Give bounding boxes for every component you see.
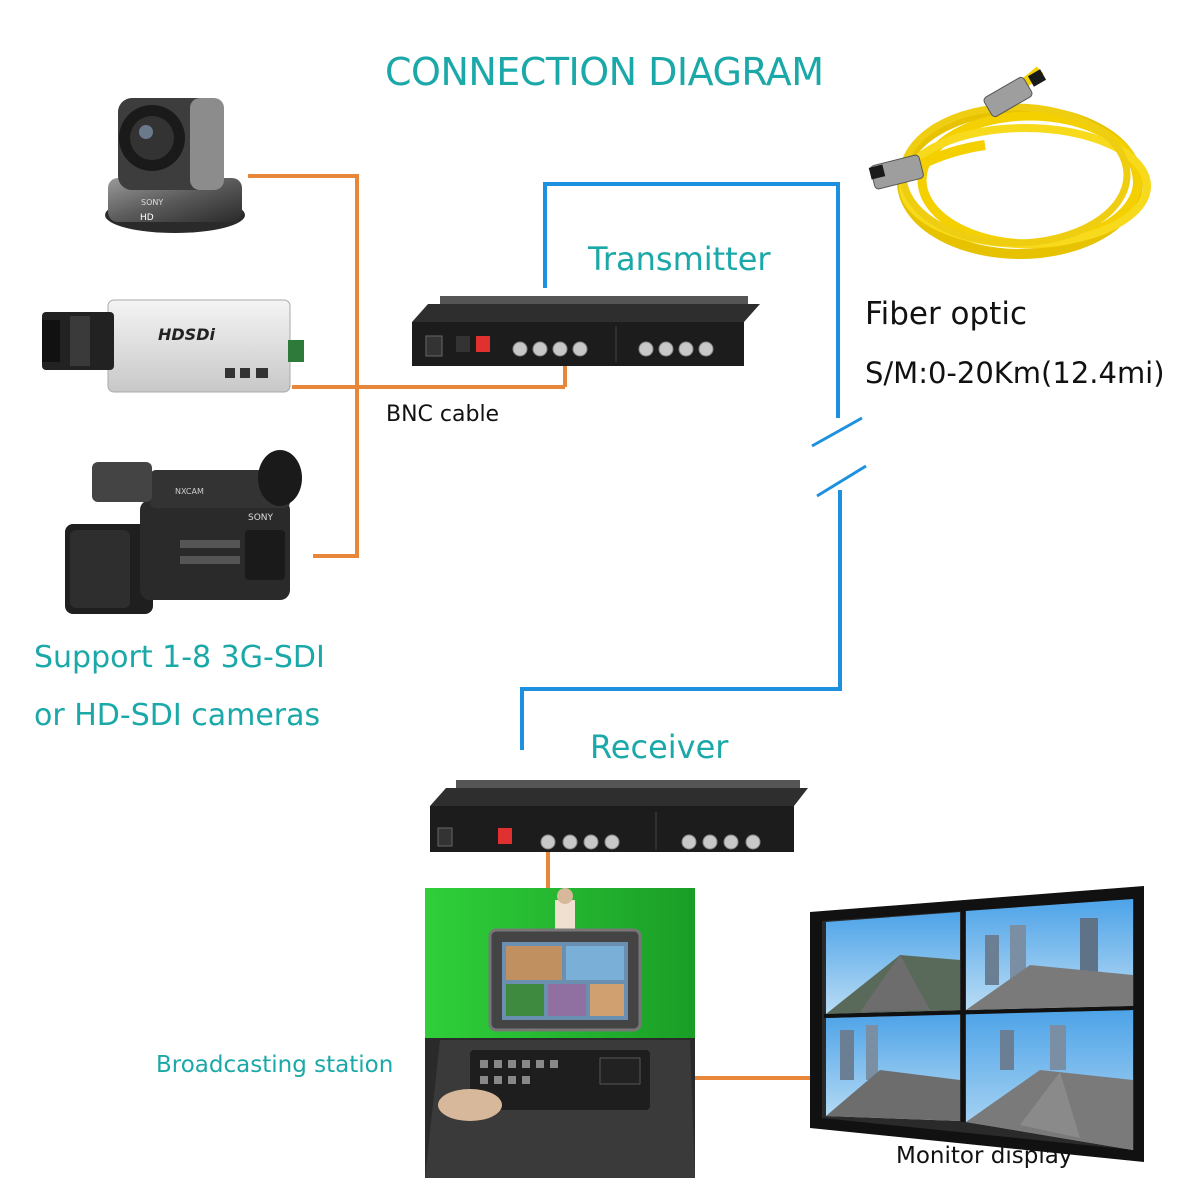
- transmitter-label: Transmitter: [588, 240, 771, 278]
- ptz-badge-text: HD: [140, 213, 154, 223]
- fiber-distance-label: S/M:0-20Km(12.4mi): [865, 356, 1165, 390]
- camcorder-image: SONY NXCAM: [65, 450, 302, 614]
- bnc-cable-lines: [248, 174, 813, 1080]
- camcorder-model-text: NXCAM: [175, 487, 204, 496]
- ptz-camera-image: SONY HD: [105, 98, 245, 233]
- broadcasting-station-image: [425, 888, 695, 1178]
- box-camera-brand-text: HDSDi: [158, 325, 215, 344]
- support-label-line1: Support 1-8 3G-SDI: [34, 640, 325, 675]
- camcorder-brand-text: SONY: [248, 513, 274, 523]
- fiber-optic-label: Fiber optic: [865, 296, 1027, 332]
- receiver-label: Receiver: [590, 728, 729, 766]
- fiber-optic-cable-image: [868, 66, 1151, 259]
- transmitter-unit-image: [412, 296, 760, 366]
- box-camera-image: HDSDi: [42, 299, 304, 393]
- fiber-break-marks: [811, 416, 867, 498]
- broadcasting-station-label: Broadcasting station: [156, 1052, 394, 1078]
- receiver-unit-image: [430, 780, 808, 852]
- ptz-brand-text: SONY: [141, 198, 163, 207]
- diagram-title: CONNECTION DIAGRAM: [385, 50, 824, 94]
- support-label-line2: or HD-SDI cameras: [34, 698, 321, 733]
- fiber-optic-lines: [520, 182, 842, 750]
- bnc-cable-label: BNC cable: [386, 402, 500, 427]
- monitor-display-image: [810, 886, 1144, 1162]
